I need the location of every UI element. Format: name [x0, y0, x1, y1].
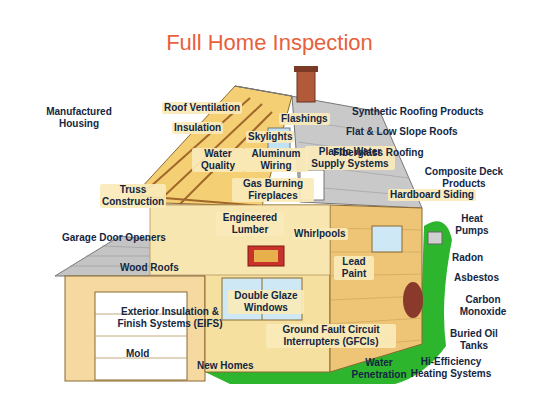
- garage-door: [95, 292, 187, 380]
- heat-pump: [428, 232, 442, 244]
- feature-label: Hi-Efficiency Heating Systems: [402, 356, 500, 380]
- feature-label: Wood Roofs: [120, 262, 179, 274]
- feature-label: Engineered Lumber: [216, 212, 284, 236]
- feature-label: Garage Door Openers: [62, 232, 166, 244]
- feature-label: Fiberglass Roofing: [333, 147, 424, 159]
- side-window: [372, 226, 402, 252]
- chimney-cap: [294, 66, 318, 72]
- rug-center: [254, 250, 278, 262]
- rug: [248, 246, 284, 266]
- feature-label: Whirlpools: [292, 228, 348, 240]
- feature-label: Lead Paint: [334, 256, 374, 280]
- chimney: [297, 70, 315, 102]
- feature-label: Radon: [452, 252, 483, 264]
- feature-label: Roof Ventilation: [162, 102, 242, 114]
- feature-label: Double Glaze Windows: [228, 290, 304, 314]
- feature-label: Gas Burning Fireplaces: [232, 178, 314, 202]
- feature-label: Asbestos: [454, 272, 499, 284]
- feature-label: Carbon Monoxide: [454, 294, 512, 318]
- feature-label: Skylights: [246, 131, 294, 143]
- feature-label: Heat Pumps: [452, 213, 492, 237]
- feature-label: Mold: [126, 348, 149, 360]
- feature-label: Buried Oil Tanks: [450, 328, 498, 352]
- feature-label: Water Penetration: [350, 357, 408, 381]
- feature-label: Water Quality: [192, 148, 244, 172]
- feature-label: Truss Construction: [100, 184, 166, 208]
- feature-label: Composite Deck Products: [420, 166, 508, 190]
- feature-label: Manufactured Housing: [38, 106, 120, 130]
- feature-label: Hardboard Siding: [388, 189, 476, 201]
- feature-label: Exterior Insulation & Finish Systems (EI…: [108, 306, 232, 330]
- feature-label: Synthetic Roofing Products: [352, 106, 484, 118]
- feature-label: Flashings: [279, 113, 330, 125]
- feature-label: New Homes: [197, 360, 254, 372]
- feature-label: Aluminum Wiring: [244, 148, 308, 172]
- oil-tank: [403, 282, 423, 318]
- feature-label: Flat & Low Slope Roofs: [346, 126, 458, 138]
- page-title: Full Home Inspection: [0, 30, 543, 56]
- feature-label: Ground Fault Circuit Interrupters (GFCIs…: [266, 324, 396, 348]
- feature-label: Insulation: [172, 122, 223, 134]
